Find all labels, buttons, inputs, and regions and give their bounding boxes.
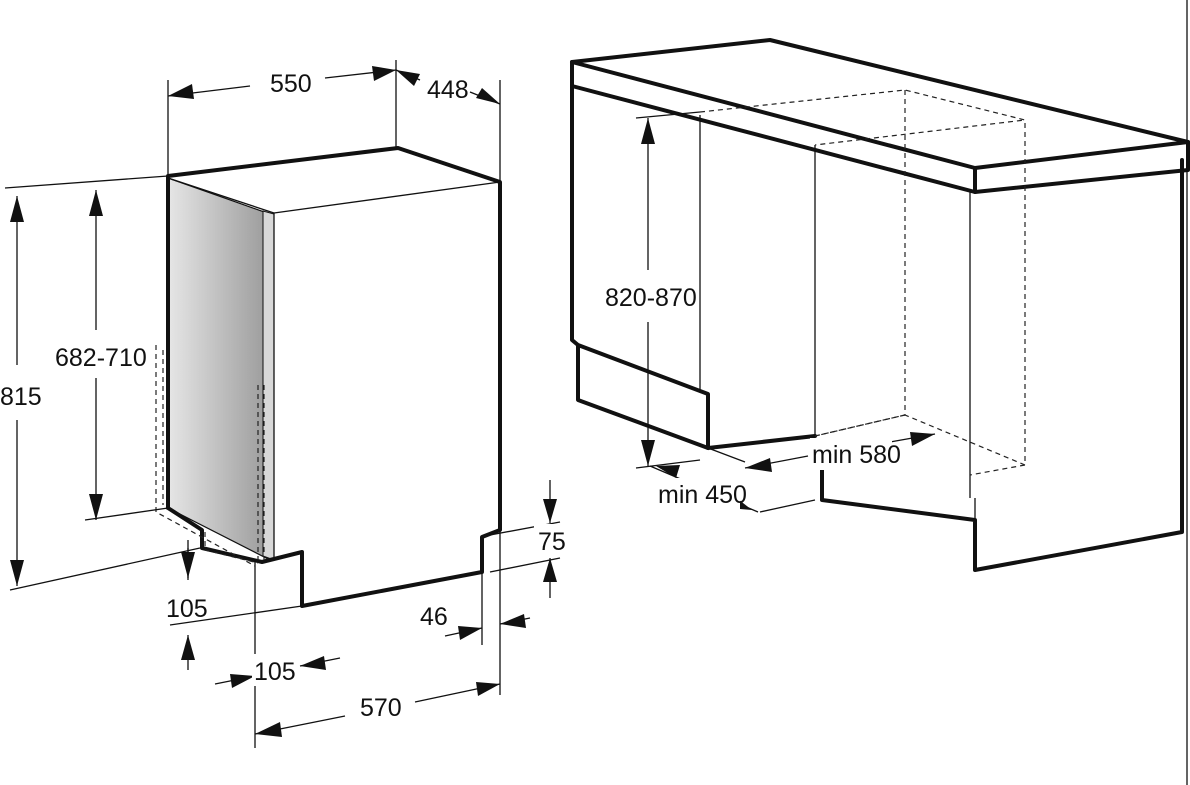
dishwasher-drawing xyxy=(4,60,561,748)
dimension-label-height-total: 815 xyxy=(0,383,42,411)
dimension-label-niche-height: 820-870 xyxy=(605,284,697,312)
dimension-label-niche-min-depth: min 580 xyxy=(812,441,901,469)
dimension-label-height-range: 682-710 xyxy=(55,344,147,372)
dimension-label-base-recess: 75 xyxy=(538,528,566,556)
dimension-label-plinth-depth: 105 xyxy=(254,658,296,686)
dimension-label-door-open-depth: 570 xyxy=(360,694,402,722)
niche-drawing xyxy=(570,38,1190,572)
dimension-label-plinth-height: 105 xyxy=(166,595,208,623)
dishwasher-door-edge xyxy=(262,210,275,561)
dimension-label-depth: 448 xyxy=(427,76,469,104)
dimension-label-width: 550 xyxy=(270,70,312,98)
dishwasher-side-panel xyxy=(167,177,271,561)
dimension-label-niche-min-width: min 450 xyxy=(658,481,747,509)
dimension-label-rear-offset: 46 xyxy=(420,603,448,631)
